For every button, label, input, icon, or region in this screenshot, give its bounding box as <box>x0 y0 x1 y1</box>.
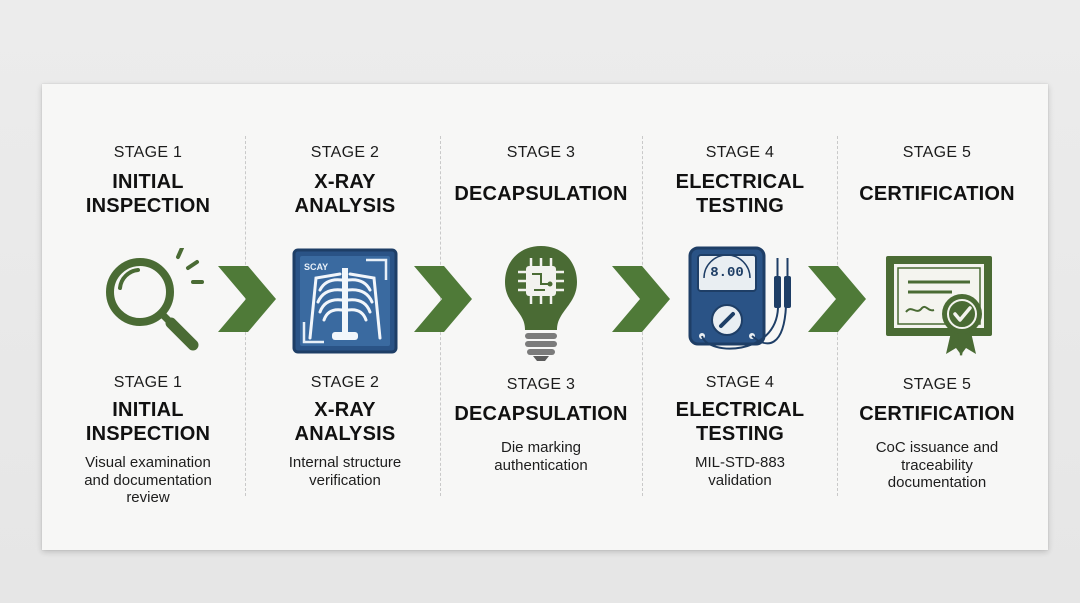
stage-2: STAGE 2 X-RAY ANALYSIS SCAY STAGE 2 X-RA… <box>247 84 443 550</box>
stage-description: MIL-STD-883 validation <box>694 454 786 489</box>
stage-label: STAGE 2 <box>310 144 380 161</box>
stage-label: STAGE 3 <box>506 144 576 161</box>
stage-label: STAGE 1 <box>113 144 183 161</box>
stage-1: STAGE 1 INITIAL INSPECTION STAGE 1 INITI… <box>50 84 246 550</box>
stage-title: INITIAL INSPECTION <box>85 399 211 445</box>
stage-description: CoC issuance and traceability documentat… <box>875 439 999 491</box>
stage-4: STAGE 4 ELECTRICAL TESTING 8.00 STAGE 4 … <box>642 84 838 550</box>
process-card: STAGE 1 INITIAL INSPECTION STAGE 1 INITI… <box>42 84 1048 550</box>
stage-label: STAGE 5 <box>902 376 972 393</box>
multimeter-reading: 8.00 <box>710 265 744 281</box>
stage-description: Visual examination and documentation rev… <box>84 454 212 506</box>
stage-label: STAGE 2 <box>310 374 380 391</box>
chevron-right-icon <box>414 266 472 332</box>
stage-title: DECAPSULATION <box>454 403 628 425</box>
stage-title: ELECTRICAL TESTING <box>675 171 805 217</box>
stage-description: Internal structure verification <box>288 454 402 489</box>
stage-5: STAGE 5 CERTIFICATION STAGE 5 CERTIFICAT… <box>839 84 1035 550</box>
stage-label: STAGE 1 <box>113 374 183 391</box>
chip-bulb-icon <box>505 246 577 361</box>
stage-label: STAGE 3 <box>506 376 576 393</box>
stage-3: STAGE 3 DECAPSULATION STAGE 3 DECAPSULAT… <box>443 84 639 550</box>
multimeter-icon: 8.00 <box>688 246 791 350</box>
xray-label: SCAY <box>304 262 328 272</box>
chevron-right-icon <box>808 266 866 332</box>
stage-title: CERTIFICATION <box>859 183 1015 205</box>
xray-icon: SCAY <box>292 248 398 354</box>
chevron-right-icon <box>612 266 670 332</box>
stage-label: STAGE 5 <box>902 144 972 161</box>
stage-title: X-RAY ANALYSIS <box>294 171 396 217</box>
magnifier-icon <box>106 248 204 351</box>
stage-title: DECAPSULATION <box>454 183 628 205</box>
stage-title: ELECTRICAL TESTING <box>675 399 805 445</box>
stage-title: X-RAY ANALYSIS <box>294 399 396 445</box>
stage-description: Die marking authentication <box>494 439 588 474</box>
stage-title: INITIAL INSPECTION <box>85 171 211 217</box>
stage-title: CERTIFICATION <box>859 403 1015 425</box>
certificate-icon <box>886 256 992 356</box>
stage-label: STAGE 4 <box>705 144 775 161</box>
stage-label: STAGE 4 <box>705 374 775 391</box>
chevron-right-icon <box>218 266 276 332</box>
